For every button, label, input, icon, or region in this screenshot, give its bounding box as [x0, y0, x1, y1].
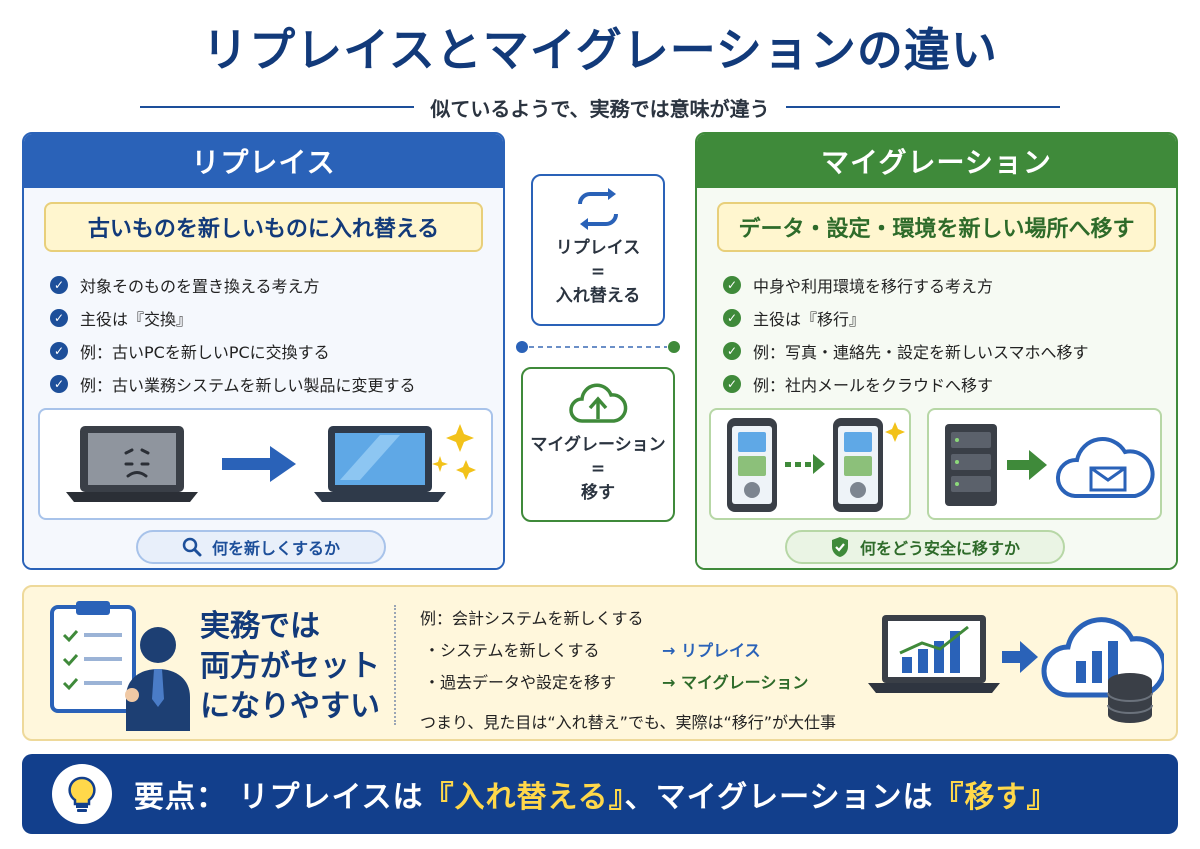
check-icon: ✓: [723, 341, 741, 360]
practice-title: 実務では 両方がセット になりやすい: [200, 609, 380, 724]
migrate-equals-text: マイグレーション = 移す: [530, 435, 666, 503]
migrate-equals-card: マイグレーション = 移す: [521, 367, 675, 522]
page-title: リプレイスとマイグレーションの違い: [202, 23, 998, 77]
list-item: ✓対象そのものを置き換える考え方: [50, 268, 493, 301]
arrow-right-icon: [1007, 450, 1047, 480]
chart-laptop-icon: [868, 615, 1000, 693]
key-point-banner: 要点： リプレイスは『入れ替える』、マイグレーションは『移す』: [22, 754, 1178, 834]
server-icon: [945, 424, 997, 506]
arrow-right-icon: [222, 446, 296, 482]
checklist-clipboard-icon: [50, 601, 136, 713]
migrate-focus-pill: 何をどう安全に移すか: [785, 530, 1065, 564]
practice-section: 実務では 両方がセット になりやすい 例：会計システムを新しくする ・システムを…: [22, 585, 1178, 741]
check-icon: ✓: [723, 275, 741, 294]
list-item: ✓例：古い業務システムを新しい製品に変更する: [50, 367, 493, 400]
cloud-database-icon: [1041, 617, 1164, 723]
check-icon: ✓: [723, 308, 741, 327]
dotted-arrow-icon: [785, 454, 825, 474]
server-to-cloud-illustration: [927, 408, 1162, 520]
list-item: ・システムを新しくする → リプレイス: [424, 641, 761, 660]
new-laptop-icon: [314, 426, 446, 502]
sparkle-icon: [432, 424, 476, 480]
subtitle-row: 似ているようで、実務では意味が違う: [140, 92, 1061, 122]
replace-equals-text: リプレイス = 入れ替える: [555, 238, 641, 306]
migrate-points: ✓中身や利用環境を移行する考え方 ✓主役は『移行』 ✓例：写真・連絡先・設定を新…: [723, 268, 1166, 400]
lightbulb-icon: [52, 764, 112, 824]
list-item: ✓例：古いPCを新しいPCに交換する: [50, 334, 493, 367]
sparkle-icon: [885, 422, 905, 442]
divider: [394, 605, 396, 725]
divider: [140, 106, 415, 108]
replace-heading: リプレイス: [24, 134, 503, 188]
list-item: ✓例：写真・連絡先・設定を新しいスマホへ移す: [723, 334, 1166, 367]
check-icon: ✓: [723, 374, 741, 393]
list-item: ✓主役は『移行』: [723, 301, 1166, 334]
migrate-panel: マイグレーション データ・設定・環境を新しい場所へ移す ✓中身や利用環境を移行す…: [695, 132, 1178, 570]
check-icon: ✓: [50, 341, 68, 360]
cloud-upload-icon: [569, 383, 628, 423]
practice-explanation: 例：会計システムを新しくする ・システムを新しくする → リプレイス ・過去デー…: [420, 601, 836, 737]
replace-body: 古いものを新しいものに入れ替える ✓対象そのものを置き換える考え方 ✓主役は『交…: [24, 188, 503, 568]
businessman-icon: [125, 627, 190, 731]
replace-focus-pill: 何を新しくするか: [136, 530, 386, 564]
smartphone-icon: [727, 418, 777, 512]
mail-cloud-icon: [1055, 437, 1155, 498]
check-icon: ✓: [50, 275, 68, 294]
phone-transfer-illustration: [709, 408, 911, 520]
migrate-heading: マイグレーション: [697, 134, 1176, 188]
divider: [785, 106, 1061, 108]
key-point-text: 要点： リプレイスは『入れ替える』、マイグレーションは『移す』: [134, 780, 1058, 815]
shield-check-icon: [831, 537, 848, 557]
smartphone-icon: [833, 418, 883, 512]
migrate-tagline: データ・設定・環境を新しい場所へ移す: [717, 202, 1156, 252]
list-item: ✓主役は『交換』: [50, 301, 493, 334]
list-item: ✓例：社内メールをクラウドへ移す: [723, 367, 1166, 400]
replace-panel: リプレイス 古いものを新しいものに入れ替える ✓対象そのものを置き換える考え方 …: [22, 132, 505, 570]
replace-illustration: [38, 408, 493, 520]
replace-tagline: 古いものを新しいものに入れ替える: [44, 202, 483, 252]
swap-arrows-icon: [578, 188, 618, 230]
practice-summary: つまり、見た目は“入れ替え”でも、実際は“移行”が大仕事: [420, 713, 837, 732]
check-icon: ✓: [50, 308, 68, 327]
sad-laptop-icon: [66, 426, 198, 502]
practice-example: 例：会計システムを新しくする: [420, 609, 644, 628]
list-item: ✓中身や利用環境を移行する考え方: [723, 268, 1166, 301]
replace-points: ✓対象そのものを置き換える考え方 ✓主役は『交換』 ✓例：古いPCを新しいPCに…: [50, 268, 493, 400]
replace-equals-card: リプレイス = 入れ替える: [531, 174, 665, 326]
list-item: ・過去データや設定を移す → マイグレーション: [424, 673, 809, 692]
check-icon: ✓: [50, 374, 68, 393]
panel-connector: [516, 341, 680, 353]
migrate-body: データ・設定・環境を新しい場所へ移す ✓中身や利用環境を移行する考え方 ✓主役は…: [697, 188, 1176, 568]
search-icon: [182, 537, 202, 557]
page-subtitle: 似ているようで、実務では意味が違う: [430, 96, 770, 121]
arrow-right-icon: [1002, 641, 1038, 673]
